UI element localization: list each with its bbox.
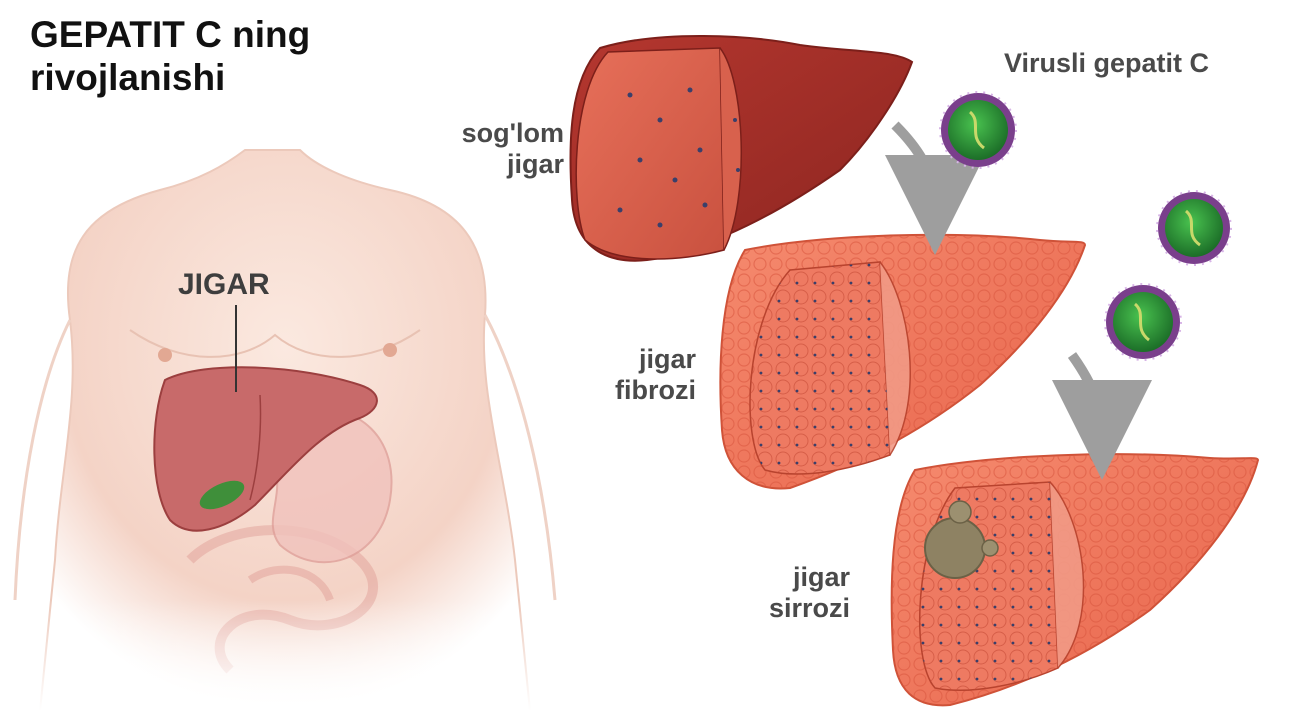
healthy-liver — [570, 36, 912, 261]
fibrosis-liver — [720, 235, 1085, 489]
hcv-virus-2 — [1157, 191, 1231, 265]
stage-label-line: jigar — [730, 562, 850, 593]
stage-label-healthy: sog'lom jigar — [430, 118, 564, 180]
progress-arrow-2 — [1072, 355, 1102, 430]
title-line-2: rivojlanishi — [30, 57, 310, 100]
page-title: GEPATIT C ning rivojlanishi — [30, 14, 310, 99]
stage-label-line: jigar — [580, 344, 696, 375]
stage-label-line: sirrozi — [730, 593, 850, 624]
nipple-left — [158, 348, 172, 362]
torso-figure — [0, 150, 600, 711]
stage-label-line: fibrozi — [580, 375, 696, 406]
stage-label-fibrosis: jigar fibrozi — [580, 344, 696, 406]
stage-label-line: sog'lom — [430, 118, 564, 149]
tumor — [925, 518, 985, 578]
cirrhosis-liver — [892, 454, 1258, 705]
title-line-1: GEPATIT C ning — [30, 14, 310, 57]
nipple-right — [383, 343, 397, 357]
stage-label-cirrhosis: jigar sirrozi — [730, 562, 850, 624]
stage-label-line: jigar — [430, 149, 564, 180]
virus-label: Virusli gepatit C — [1004, 48, 1209, 79]
body-liver-label: JIGAR — [178, 268, 270, 303]
hcv-virus-3 — [1105, 284, 1181, 360]
progress-arrow-1 — [895, 125, 935, 205]
hcv-virus-1 — [940, 92, 1016, 168]
